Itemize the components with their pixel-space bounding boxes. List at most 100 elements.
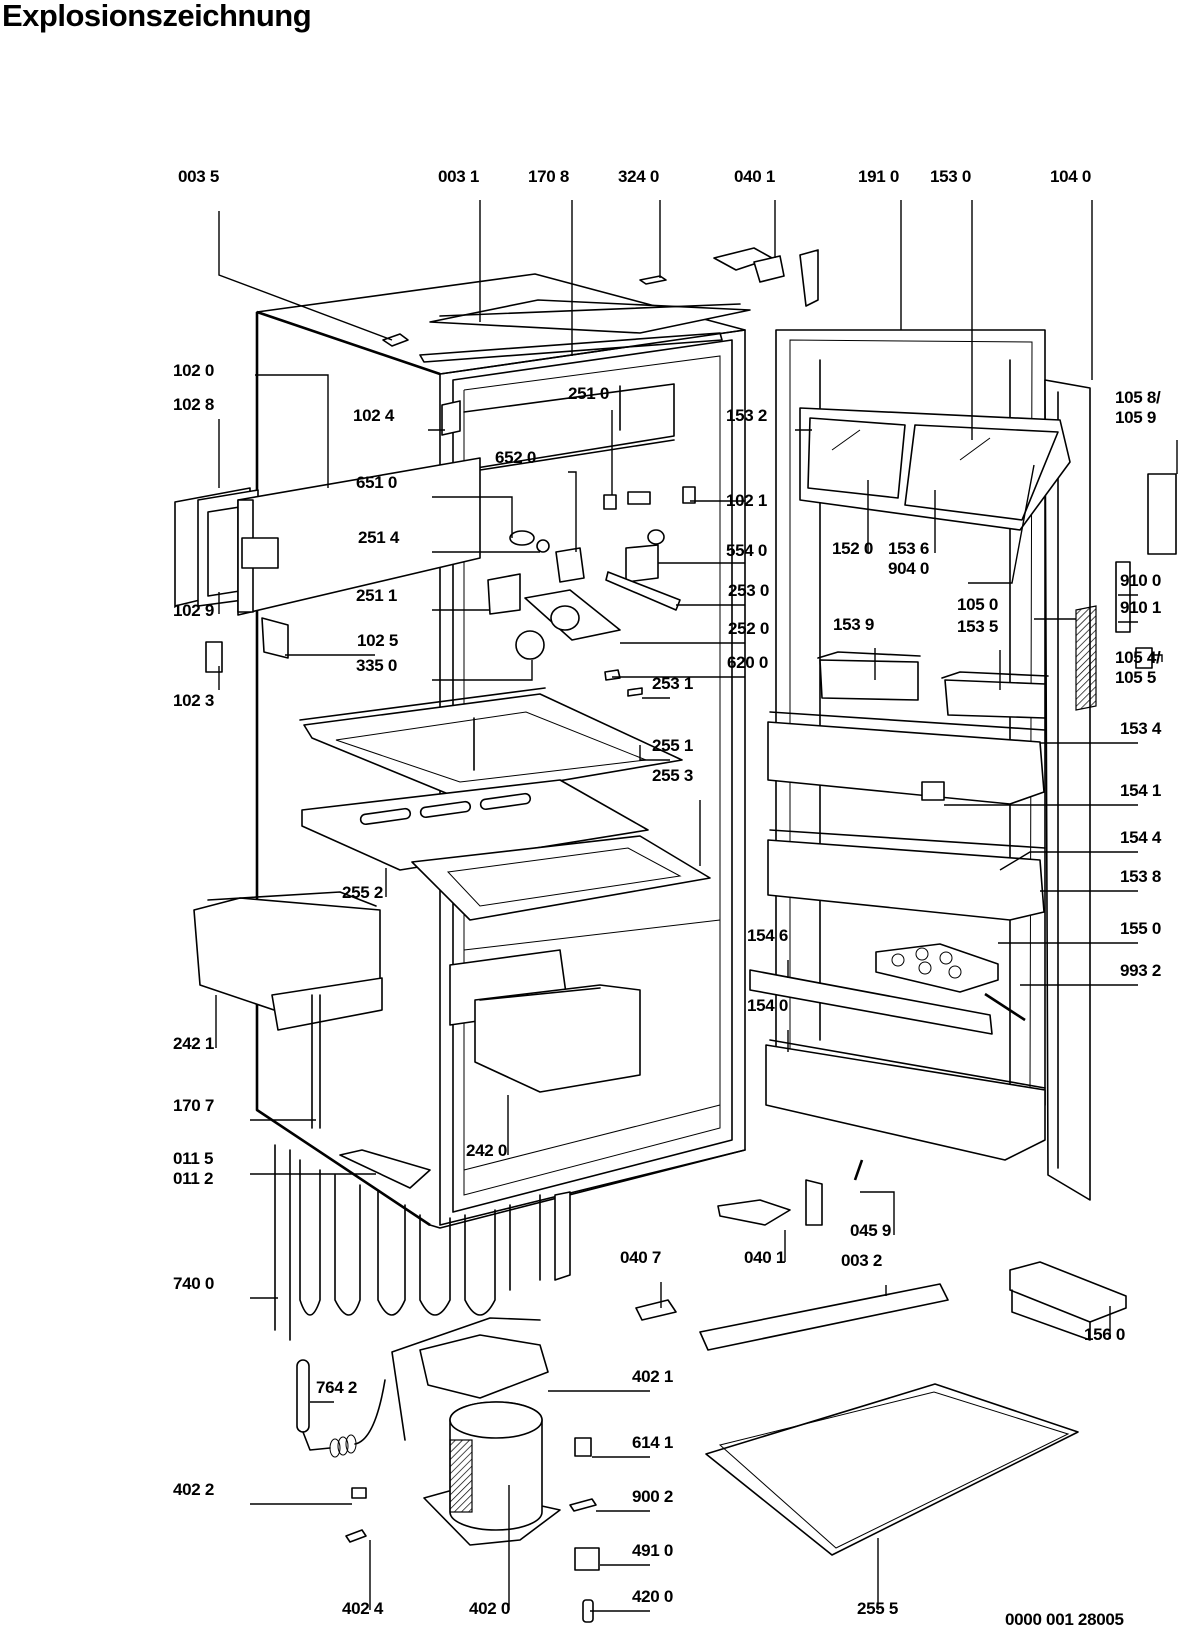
part-label-651-0: 651 0 — [356, 473, 398, 492]
part-324-0 — [639, 275, 667, 285]
part-label-253-0: 253 0 — [728, 581, 770, 600]
part-402-1-tray — [419, 1334, 549, 1399]
part-label-402-1: 402 1 — [632, 1367, 674, 1386]
part-label-251-4: 251 4 — [358, 528, 400, 547]
part-label-102-1: 102 1 — [726, 491, 768, 510]
part-label-102-0: 102 0 — [173, 361, 215, 380]
part-045-9 — [853, 1159, 864, 1181]
part-label-102-4: 102 4 — [353, 406, 395, 425]
part-label-155-0: 155 0 — [1120, 919, 1162, 938]
part-label-620-0: 620 0 — [727, 653, 769, 672]
part-label-105-0: 105 0 — [957, 595, 999, 614]
part-label-491-0: 491 0 — [632, 1541, 674, 1560]
part-label-251-0: 251 0 — [568, 384, 610, 403]
part-label-153-9: 153 9 — [833, 615, 875, 634]
part-label-153-2: 153 2 — [726, 406, 768, 425]
part-label-156-0: 156 0 — [1084, 1325, 1126, 1344]
part-102-0-freezer-flap — [174, 457, 481, 616]
part-402-2 — [351, 1487, 367, 1499]
part-156-0-ice-tray — [1009, 1261, 1127, 1341]
part-label-242-1: 242 1 — [173, 1034, 215, 1053]
part-910-0-hinge — [1115, 561, 1131, 633]
part-label-105-8-9: 105 8/ 105 9 — [1115, 388, 1161, 427]
part-label-170-8: 170 8 — [528, 167, 570, 186]
part-label-040-1-top: 040 1 — [734, 167, 776, 186]
part-label-154-0: 154 0 — [747, 996, 789, 1015]
part-label-003-2: 003 2 — [841, 1251, 883, 1270]
part-label-153-0: 153 0 — [930, 167, 972, 186]
part-label-153-6: 153 6 — [888, 539, 930, 558]
part-102-4 — [441, 400, 461, 436]
part-label-910-1: 910 1 — [1120, 598, 1162, 617]
part-label-402-4: 402 4 — [342, 1599, 384, 1618]
part-label-252-0: 252 0 — [728, 619, 770, 638]
part-011-5-plate — [339, 1149, 431, 1189]
part-label-170-7: 170 7 — [173, 1096, 215, 1115]
part-label-255-1: 255 1 — [652, 736, 694, 755]
drawing-number: 0000 001 28005 — [1005, 1610, 1124, 1629]
part-label-154-4: 154 4 — [1120, 828, 1162, 847]
part-label-102-5: 102 5 — [357, 631, 399, 650]
part-label-255-2: 255 2 — [342, 883, 384, 902]
part-label-251-1: 251 1 — [356, 586, 398, 605]
thermostat-assembly — [487, 486, 696, 697]
part-label-614-1: 614 1 — [632, 1433, 674, 1452]
part-label-740-0: 740 0 — [173, 1274, 215, 1293]
part-153-4-bin — [767, 711, 1046, 805]
part-label-255-5: 255 5 — [857, 1599, 899, 1618]
part-label-011-5-2: 011 5 011 2 — [173, 1149, 214, 1188]
part-label-105-4-5: 105 4/ 105 5 — [1115, 648, 1161, 687]
part-label-335-0: 335 0 — [356, 656, 398, 675]
part-105-8-hinge — [1147, 473, 1177, 555]
part-154-1 — [921, 781, 945, 801]
part-040-7 — [635, 1299, 677, 1321]
part-label-153-4: 153 4 — [1120, 719, 1162, 738]
part-614-1 — [574, 1437, 592, 1457]
part-993-2 — [984, 992, 1026, 1022]
part-label-102-3: 102 3 — [173, 691, 215, 710]
part-label-102-8: 102 8 — [173, 395, 215, 414]
part-491-0 — [574, 1547, 600, 1571]
part-102-5 — [261, 617, 289, 659]
part-154-6-rail — [749, 969, 993, 1035]
part-label-993-2: 993 2 — [1120, 961, 1162, 980]
part-label-040-1-bot: 040 1 — [744, 1248, 786, 1267]
part-label-153-5: 153 5 — [957, 617, 999, 636]
part-label-154-6: 154 6 — [747, 926, 789, 945]
part-label-900-2: 900 2 — [632, 1487, 674, 1506]
part-label-255-3: 255 3 — [652, 766, 694, 785]
part-label-003-5: 003 5 — [178, 167, 220, 186]
part-label-764-2: 764 2 — [316, 1378, 358, 1397]
part-label-253-1: 253 1 — [652, 674, 694, 693]
part-102-3 — [205, 641, 223, 673]
part-154-0-bin — [765, 1039, 1046, 1161]
part-label-402-0: 402 0 — [469, 1599, 511, 1618]
part-155-0-egg-tray — [875, 943, 999, 993]
part-label-402-2: 402 2 — [173, 1480, 215, 1499]
part-740-0-condenser — [274, 1144, 571, 1341]
part-040-1-top-hinge — [713, 247, 819, 307]
part-label-652-0: 652 0 — [495, 448, 537, 467]
part-label-003-1: 003 1 — [438, 167, 480, 186]
part-153-8-bin — [767, 829, 1046, 921]
part-003-2-rail — [699, 1283, 949, 1351]
part-003-5 — [382, 333, 409, 347]
part-label-104-0: 104 0 — [1050, 167, 1092, 186]
part-label-420-0: 420 0 — [632, 1587, 674, 1606]
part-255-3-shelf-assembly — [301, 779, 711, 921]
part-153-9-dish — [817, 651, 921, 701]
part-402-4 — [345, 1529, 367, 1543]
part-label-242-0: 242 0 — [466, 1141, 508, 1160]
page-title: Explosionszeichnung — [2, 0, 312, 33]
part-label-910-0: 910 0 — [1120, 571, 1162, 590]
part-242-0-drawer — [449, 949, 641, 1093]
part-label-102-9: 102 9 — [173, 601, 215, 620]
part-242-1-drawer — [193, 891, 383, 1031]
part-label-191-0: 191 0 — [858, 167, 900, 186]
part-label-904-0: 904 0 — [888, 559, 930, 578]
part-255-5-glass-plate — [705, 1383, 1079, 1556]
part-label-324-0: 324 0 — [618, 167, 660, 186]
part-label-154-1: 154 1 — [1120, 781, 1162, 800]
part-label-045-9: 045 9 — [850, 1221, 892, 1240]
